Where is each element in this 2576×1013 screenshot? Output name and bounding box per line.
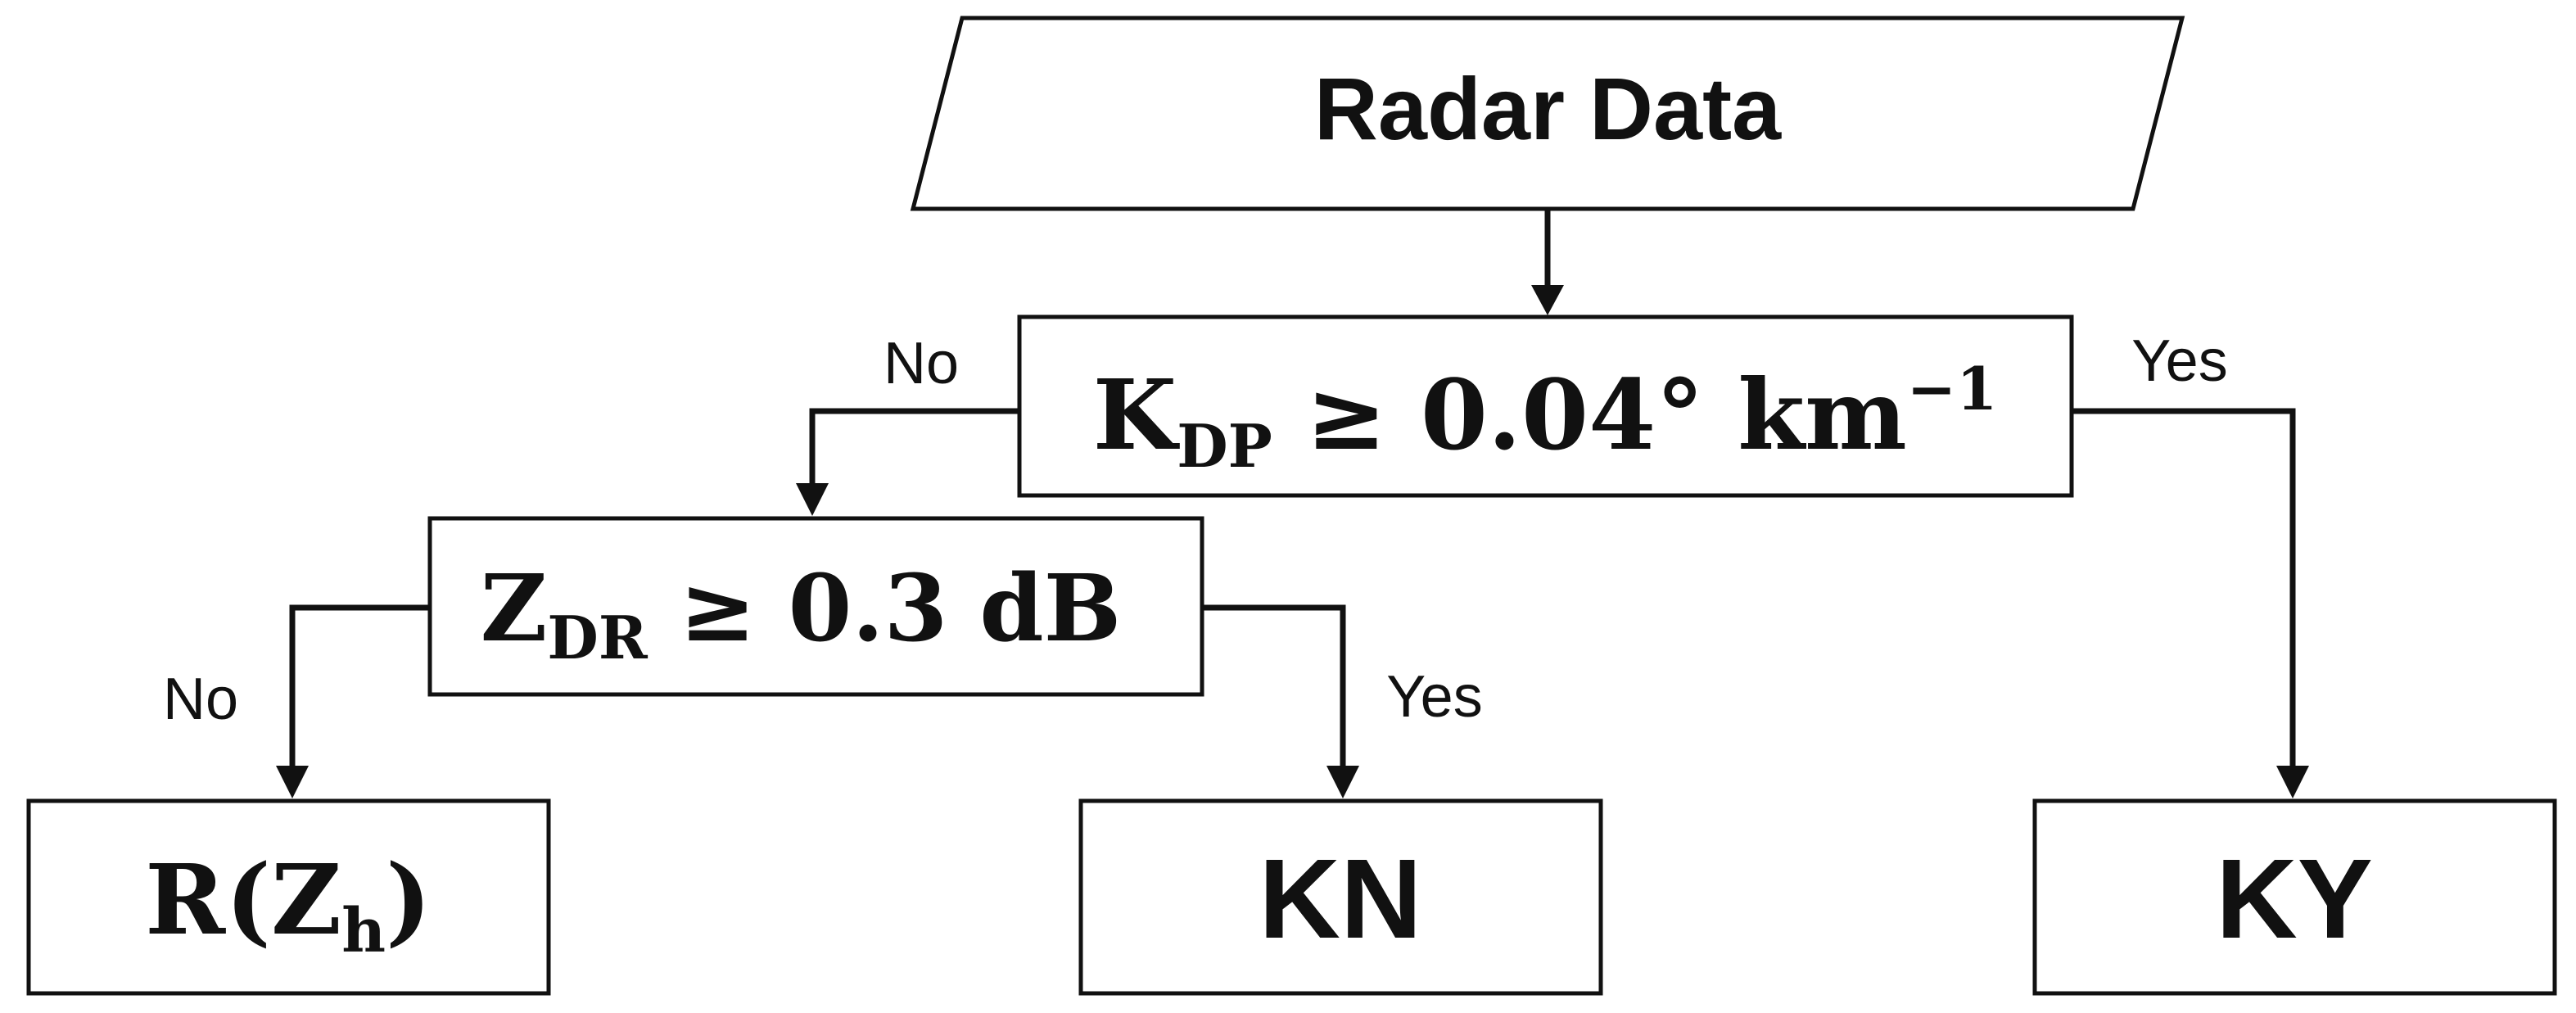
arrowhead — [796, 483, 829, 516]
kdp-superscript: −1 — [1907, 354, 1997, 423]
connector-line — [1202, 604, 1346, 766]
zdr-no-label: No — [163, 667, 238, 732]
r-zh-box — [26, 798, 551, 996]
kn-box — [1078, 798, 1603, 996]
connector-line — [289, 604, 430, 766]
radar-data-node: Radar Data — [910, 16, 2185, 211]
connector-line — [2072, 408, 2296, 766]
kdp-subscript: DP — [1177, 411, 1272, 481]
arrow-zdr-yes: Yes — [1202, 604, 1483, 798]
kn-label: KN — [1259, 836, 1421, 962]
arrowhead — [1531, 285, 1564, 315]
radar-data-label: Radar Data — [1314, 59, 1782, 158]
ky-label: KY — [2216, 836, 2373, 962]
kn-node: KN — [1078, 798, 1603, 996]
kdp-decision-box — [1017, 314, 2074, 498]
arrow-input-to-kdp — [1531, 209, 1564, 315]
r-zh-suffix: ) — [386, 843, 432, 956]
radar-data-parallelogram — [910, 16, 2185, 211]
r-zh-node: R(Zh) — [26, 798, 551, 996]
zdr-relation: ≥ 0.3 dB — [648, 555, 1122, 663]
arrowhead — [1326, 766, 1359, 798]
arrow-kdp-no: No — [796, 331, 1019, 516]
connector-line — [809, 408, 1019, 483]
r-zh-subscript: h — [341, 896, 386, 966]
kdp-yes-label: Yes — [2131, 328, 2227, 394]
ky-node: KY — [2032, 798, 2557, 996]
arrowhead — [276, 766, 309, 798]
arrow-kdp-yes: Yes — [2072, 328, 2309, 798]
kdp-condition: KDP ≥ 0.04° km−1 — [1093, 354, 1998, 481]
kdp-no-label: No — [884, 331, 959, 396]
zdr-subscript: DR — [547, 603, 648, 672]
kdp-symbol: K — [1093, 358, 1181, 472]
zdr-decision-node: ZDR ≥ 0.3 dB — [427, 516, 1204, 697]
ky-box — [2032, 798, 2557, 996]
r-zh-label: R(Zh) — [145, 843, 432, 966]
arrow-zdr-no: No — [163, 604, 430, 798]
kdp-decision-node: KDP ≥ 0.04° km−1 — [1017, 314, 2074, 498]
kdp-relation: ≥ 0.04° km — [1272, 358, 1907, 472]
arrowhead — [2276, 766, 2309, 798]
r-zh-prefix: R(Z — [145, 843, 341, 956]
zdr-yes-label: Yes — [1386, 664, 1482, 730]
zdr-condition: ZDR ≥ 0.3 dB — [481, 555, 1122, 672]
zdr-symbol: Z — [481, 555, 548, 663]
